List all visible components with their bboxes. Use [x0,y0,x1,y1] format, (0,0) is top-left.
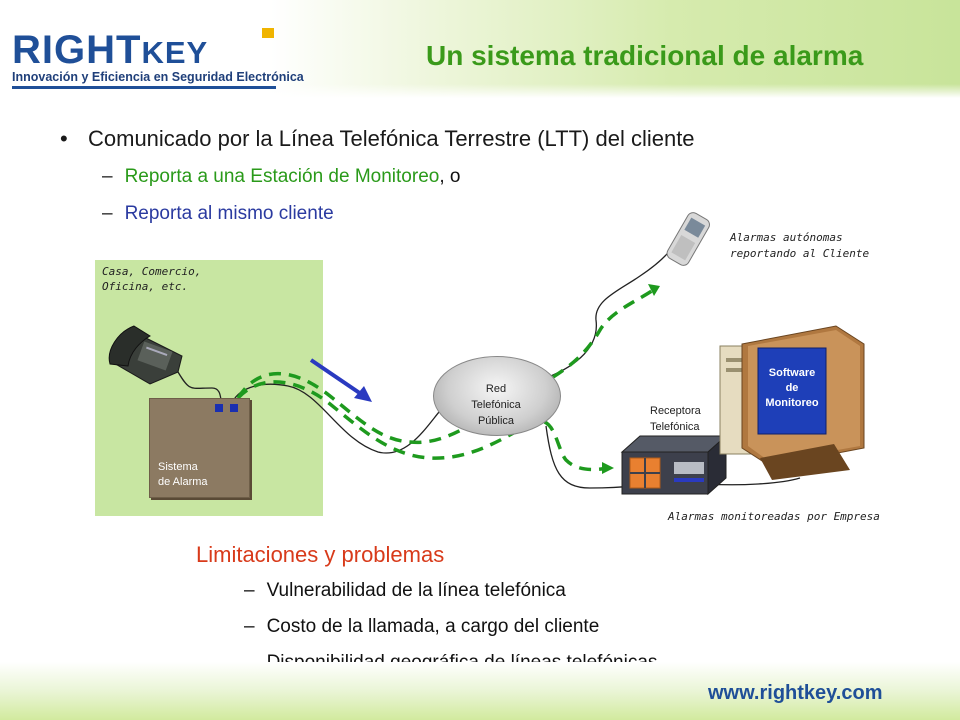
company-alarms-label: Alarmas monitoreadas por Empresa [668,510,880,523]
sub-bullet-monitoring-text: Reporta a una Estación de Monitoreo [124,166,440,187]
sub-bullet-client-text: Reporta al mismo cliente [124,203,334,224]
logo-key-text: KEY [141,35,209,70]
sub-bullet-monitoring-tail: , o [439,166,461,187]
company-logo: RIGHTKEY [12,28,208,73]
network-label-line2: Telefónica [471,399,521,411]
premises-label: Casa, Comercio, Oficina, etc. [102,264,201,294]
client-label-line1: Alarmas autónomas [730,231,843,244]
limitation-text: Costo de la llamada, a cargo del cliente [266,616,600,637]
premises-label-line2: Oficina, etc. [102,280,189,293]
receiver-label: Receptora Telefónica [650,403,701,435]
client-label-line2: reportando al Cliente [730,247,870,260]
header-band [0,0,960,98]
limitation-item: –Costo de la llamada, a cargo del client… [244,616,599,638]
logo-underline [12,86,276,89]
limitations-title: Limitaciones y problemas [196,542,445,567]
sub-dash: – [102,203,113,224]
signal-arrowhead-receiver [602,462,614,474]
public-network-label: Red Telefónica Pública [433,381,559,429]
receiver-device-icon [620,434,728,496]
bullet-dot: • [60,126,68,151]
premises-label-line1: Casa, Comercio, [102,265,202,278]
footer-band [0,662,960,720]
alarm-label-line1: Sistema [158,461,198,473]
sub-dash: – [102,166,113,187]
line-network-to-client [539,247,673,381]
main-bullet-text: Comunicado por la Línea Telefónica Terre… [88,126,695,151]
receiver-label-line1: Receptora [650,405,701,417]
sub-bullet-monitoring: –Reporta a una Estación de Monitoreo, o [102,166,460,188]
mobile-phone-icon [666,212,710,266]
desk-phone-icon [108,325,183,385]
footer-url-link[interactable]: www.rightkey.com [708,682,883,704]
slide-title: Un sistema tradicional de alarma [426,40,864,71]
signal-arrowhead-client [648,284,660,296]
blue-arrow-shaft [309,358,366,398]
alarm-panel-icon [149,398,250,498]
receiver-label-line2: Telefónica [650,421,700,433]
limitation-dash: – [244,616,255,637]
logo-accent [262,28,274,38]
alarm-panel-label: Sistema de Alarma [158,460,208,490]
network-label-line1: Red [485,383,507,395]
software-label-line1: Software [768,367,816,379]
computer-icon [719,325,865,480]
limitation-dash: – [244,580,255,601]
alarm-led-icon [230,404,238,412]
logo-tagline: Innovación y Eficiencia en Seguridad Ele… [12,70,304,84]
limitation-item: –Vulnerabilidad de la línea telefónica [244,580,566,602]
logo-main-text: RIGHT [12,28,142,72]
client-alarms-label: Alarmas autónomas reportando al Cliente [730,230,869,262]
signal-path-to-client [236,286,658,445]
network-label-line3: Pública [477,415,515,427]
public-network-icon [433,356,561,436]
software-screen-label: Software de Monitoreo [758,366,826,411]
alarm-label-line2: de Alarma [158,476,208,488]
blue-arrow-icon [354,386,372,402]
signal-path-to-receiver [236,380,609,472]
software-label-line3: Monitoreo [765,397,819,409]
limitation-text: Vulnerabilidad de la línea telefónica [266,580,566,601]
alarm-led-icon [215,404,223,412]
software-label-line2: de [785,382,799,394]
sub-bullet-client: –Reporta al mismo cliente [102,203,334,225]
